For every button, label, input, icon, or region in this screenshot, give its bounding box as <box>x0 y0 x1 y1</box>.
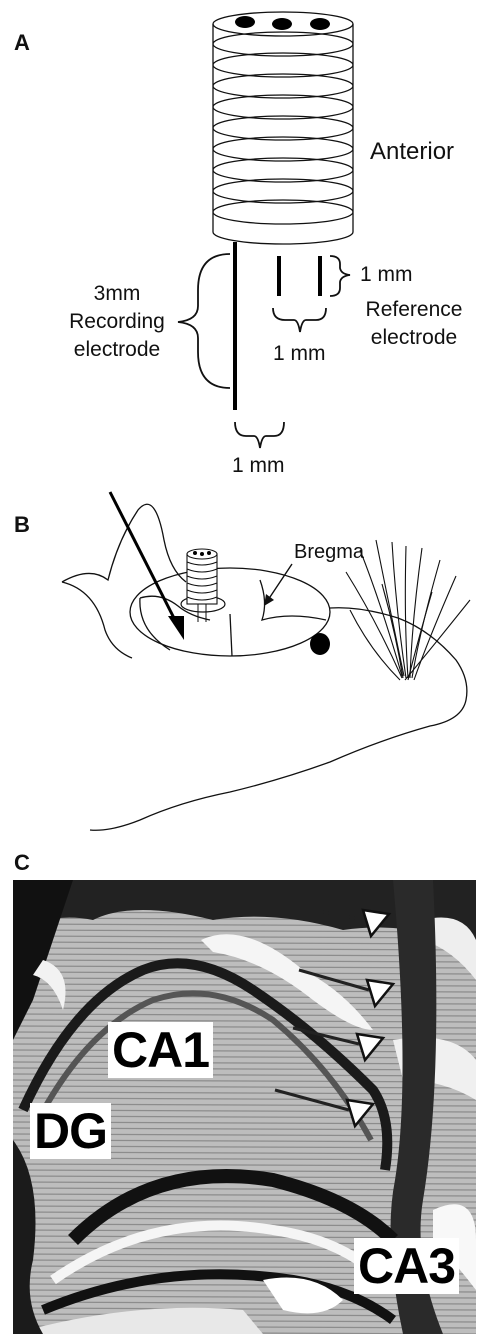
rat-head-diagram <box>0 480 489 840</box>
spacing-brace <box>273 308 326 332</box>
spacing-label: 1 mm <box>273 340 326 368</box>
electrode-assembly-diagram <box>0 0 489 480</box>
reference-height-label: 1 mm <box>360 261 413 289</box>
region-label-dg: DG <box>30 1103 111 1159</box>
recording-label-line-1: 3mm <box>62 280 172 308</box>
bregma-label: Bregma <box>294 538 364 566</box>
ear-outline <box>62 504 186 582</box>
reference-label-line-2: electrode <box>358 324 470 352</box>
injection-arrow-shaft <box>110 492 178 626</box>
recording-label-line-2: Recording <box>62 308 172 336</box>
anterior-label: Anterior <box>370 138 454 166</box>
recording-brace <box>178 254 230 388</box>
panel-c-letter: C <box>14 850 30 876</box>
injection-arrow-head <box>168 616 184 640</box>
reference-height-brace <box>330 256 350 296</box>
region-label-ca1: CA1 <box>108 1022 213 1078</box>
recording-electrode-label: 3mm Recording electrode <box>62 280 172 364</box>
reference-label-line-1: Reference <box>358 296 470 324</box>
top-holes <box>235 16 330 30</box>
face-outline <box>90 608 467 831</box>
small-implant <box>181 549 225 622</box>
bottom-brace <box>235 422 284 448</box>
bottom-spacing-label: 1 mm <box>232 452 285 480</box>
electrode-wires <box>235 242 320 410</box>
cylinder-rings <box>213 32 353 224</box>
suture-mid <box>230 614 232 656</box>
recording-label-line-3: electrode <box>62 336 172 364</box>
eye <box>310 633 330 655</box>
ear-inner <box>62 582 132 658</box>
bregma-pointer <box>268 564 292 600</box>
region-label-ca3: CA3 <box>354 1238 459 1294</box>
reference-electrode-label: Reference electrode <box>358 296 470 352</box>
suture-posterior <box>140 598 170 650</box>
hippocampus-histology-image: CA1 DG CA3 <box>13 880 476 1334</box>
